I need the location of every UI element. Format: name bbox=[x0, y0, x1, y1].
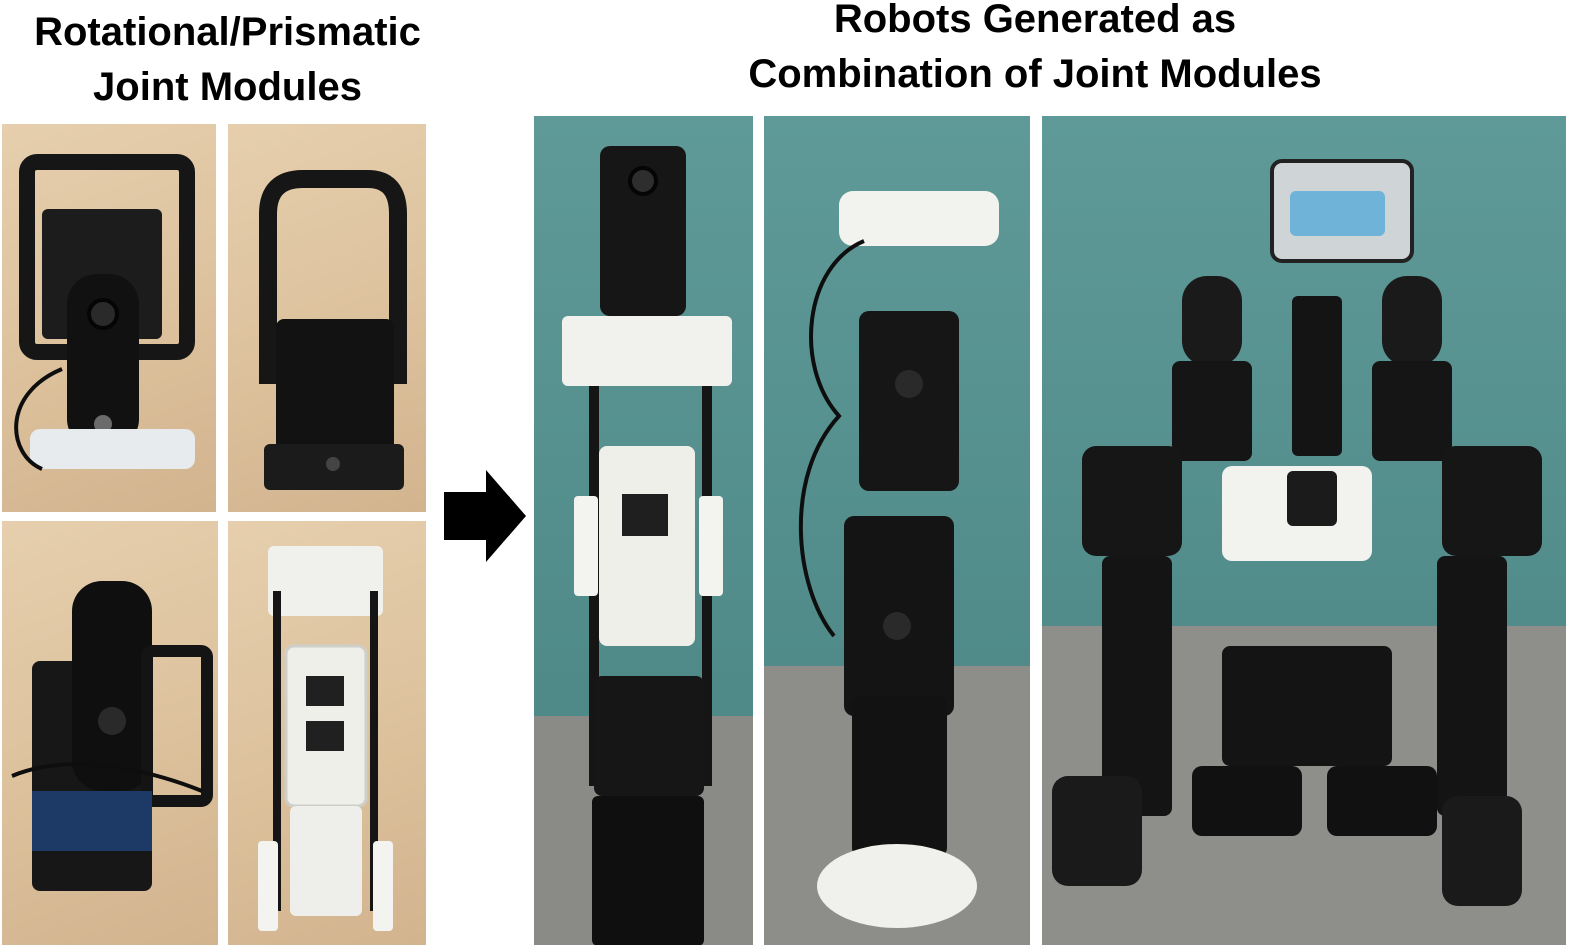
right-heading-line-1: Robots Generated as bbox=[833, 0, 1237, 41]
rotational-module-side-drawing bbox=[11, 581, 213, 891]
right-arrow-icon bbox=[444, 470, 526, 562]
serial-servo-robot-drawing bbox=[764, 191, 1030, 945]
left-heading-line-2: Joint Modules bbox=[93, 65, 362, 109]
left-heading: Rotational/Prismatic Joint Modules bbox=[0, 5, 455, 115]
rotational-module-frame-photo bbox=[228, 124, 426, 512]
left-heading-line-1: Rotational/Prismatic bbox=[34, 10, 421, 54]
prismatic-module-drawing bbox=[258, 546, 393, 931]
humanoid-robot-drawing bbox=[1042, 159, 1566, 945]
prismatic-robot-arm-photo bbox=[534, 116, 753, 945]
humanoid-robot-photo bbox=[1042, 116, 1566, 945]
rotational-module-side-photo bbox=[2, 521, 218, 945]
rotational-module-front-photo bbox=[2, 124, 216, 512]
prismatic-module-photo bbox=[228, 521, 426, 945]
serial-servo-robot-photo bbox=[764, 116, 1030, 945]
rotational-module-frame-drawing bbox=[259, 170, 407, 490]
prismatic-robot-arm-drawing bbox=[534, 146, 753, 945]
right-heading: Robots Generated as Combination of Joint… bbox=[690, 0, 1380, 102]
right-heading-line-2: Combination of Joint Modules bbox=[748, 52, 1322, 96]
rotational-module-front-drawing bbox=[14, 154, 195, 471]
